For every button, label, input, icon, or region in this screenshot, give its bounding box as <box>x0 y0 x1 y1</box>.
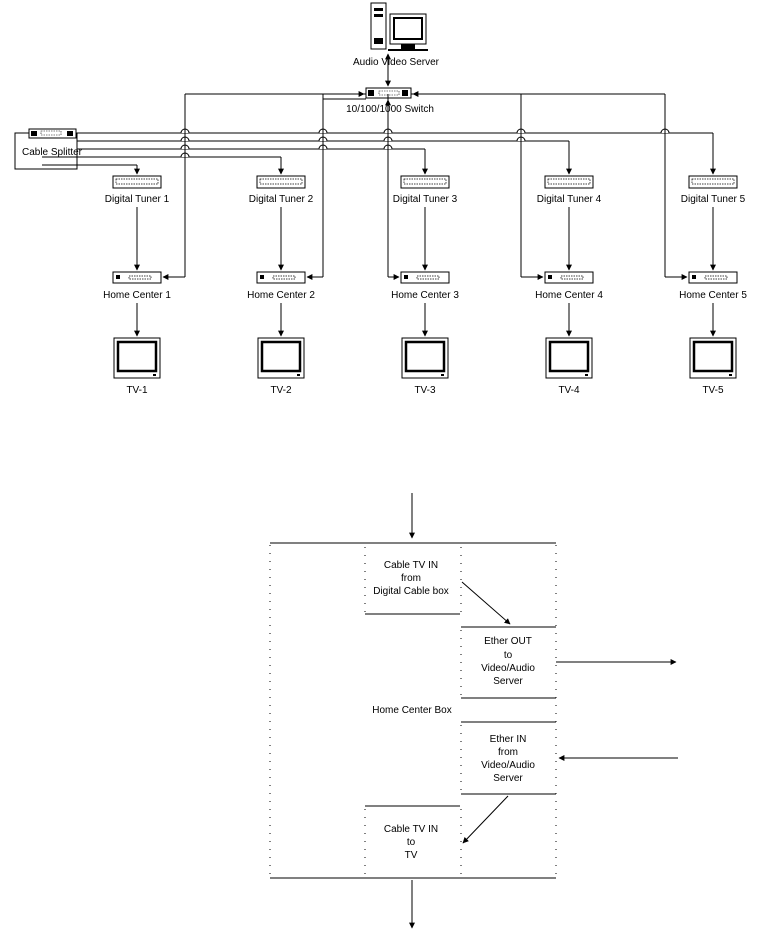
server-label: Audio Video Server <box>353 57 440 68</box>
unit-3: Digital Tuner 3 Home Center 3 TV-3 <box>391 175 459 396</box>
switch-label: 10/100/1000 Switch <box>346 104 434 115</box>
home-center-device <box>112 271 162 284</box>
home-center-device <box>688 271 738 284</box>
digital-tuner-device <box>256 175 306 189</box>
tv-icon <box>113 337 161 379</box>
home-center-device <box>544 271 594 284</box>
tv-label: TV-5 <box>702 385 724 396</box>
home-center-device <box>256 271 306 284</box>
cable-out-line-2: to <box>407 837 416 848</box>
home-center-box-labels: Home Center Box Cable TV IN from Digital… <box>372 560 535 861</box>
tv-label: TV-1 <box>126 385 148 396</box>
cable-in-line-1: Cable TV IN <box>384 560 438 571</box>
unit-5: Digital Tuner 5 Home Center 5 TV-5 <box>679 175 747 396</box>
ether-out-line-3: Video/Audio <box>481 663 535 674</box>
splitter-label: Cable Splitter <box>22 147 83 158</box>
home-center-box-title: Home Center Box <box>372 705 451 716</box>
tuner-label: Digital Tuner 5 <box>681 194 746 205</box>
ether-out-line-4: Server <box>493 676 523 687</box>
home-center-label: Home Center 5 <box>679 290 747 301</box>
tuner-label: Digital Tuner 3 <box>393 194 458 205</box>
tuner-label: Digital Tuner 2 <box>249 194 314 205</box>
ether-in-line-1: Ether IN <box>490 734 527 745</box>
unit-1: Digital Tuner 1 Home Center 1 TV-1 <box>103 175 171 396</box>
ether-out-line-1: Ether OUT <box>484 636 532 647</box>
cable-in-line-3: Digital Cable box <box>373 586 449 597</box>
ether-out-line-2: to <box>504 650 513 661</box>
tv-icon <box>401 337 449 379</box>
tuner-label: Digital Tuner 4 <box>537 194 602 205</box>
tuner-label: Digital Tuner 1 <box>105 194 170 205</box>
home-center-label: Home Center 2 <box>247 290 315 301</box>
tv-icon <box>689 337 737 379</box>
tv-icon <box>257 337 305 379</box>
server-computer <box>370 2 428 51</box>
tv-label: TV-2 <box>270 385 292 396</box>
ether-in-line-2: from <box>498 747 518 758</box>
cable-splitter-device <box>14 128 78 170</box>
digital-tuner-device <box>688 175 738 189</box>
unit-4: Digital Tuner 4 Home Center 4 TV-4 <box>535 175 603 396</box>
tv-label: TV-3 <box>414 385 436 396</box>
ether-in-line-3: Video/Audio <box>481 760 535 771</box>
digital-tuner-device <box>400 175 450 189</box>
digital-tuner-device <box>544 175 594 189</box>
cable-out-line-1: Cable TV IN <box>384 824 438 835</box>
home-center-box <box>269 493 678 929</box>
home-center-label: Home Center 4 <box>535 290 603 301</box>
cable-out-line-3: TV <box>405 850 418 861</box>
tv-label: TV-4 <box>558 385 580 396</box>
home-center-label: Home Center 1 <box>103 290 171 301</box>
ether-in-line-4: Server <box>493 773 523 784</box>
cable-in-line-2: from <box>401 573 421 584</box>
digital-tuner-device <box>112 175 162 189</box>
unit-2: Digital Tuner 2 Home Center 2 TV-2 <box>247 175 315 396</box>
tv-icon <box>545 337 593 379</box>
home-center-device <box>400 271 450 284</box>
home-center-label: Home Center 3 <box>391 290 459 301</box>
